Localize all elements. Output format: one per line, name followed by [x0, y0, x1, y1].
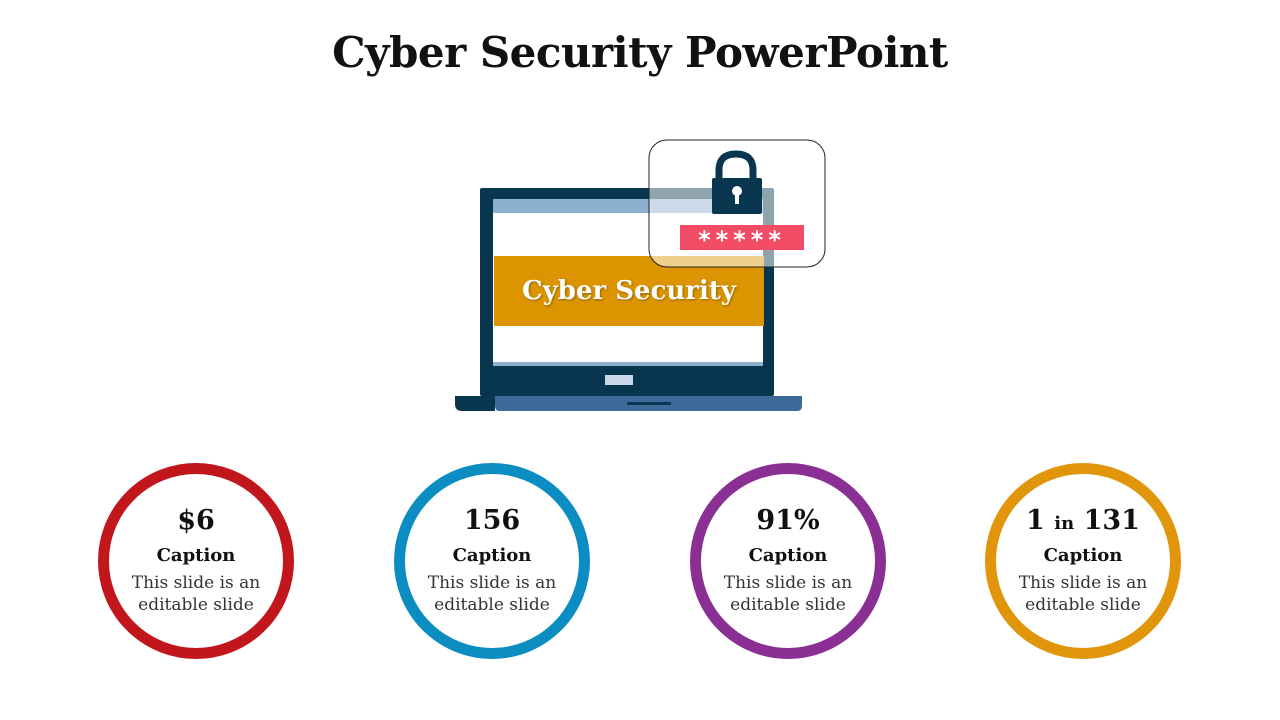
stat-value: 1 in 131	[1026, 504, 1140, 538]
stat-value: 91%	[756, 505, 820, 536]
stat-circle-2: 156 Caption This slide is an editable sl…	[394, 463, 590, 659]
padlock-icon	[712, 150, 762, 214]
stat-description: This slide is an editable slide	[427, 573, 557, 615]
laptop-trackpad-mark	[605, 375, 633, 385]
stat-description: This slide is an editable slide	[723, 573, 853, 615]
stat-value: 156	[463, 505, 521, 536]
stat-value-number: 131	[1083, 505, 1140, 536]
stat-circle-3: 91% Caption This slide is an editable sl…	[690, 463, 886, 659]
password-mask: *****	[698, 226, 786, 254]
stat-caption: Caption	[748, 545, 828, 566]
stat-description: This slide is an editable slide	[1018, 573, 1148, 615]
stat-caption: Caption	[452, 545, 532, 566]
stat-value-connector: in	[1054, 513, 1075, 534]
stat-value: $6	[177, 505, 215, 536]
password-bar	[680, 225, 804, 250]
laptop-base-shadow	[455, 396, 495, 411]
stat-caption: Caption	[1043, 545, 1123, 566]
stat-description: This slide is an editable slide	[131, 573, 261, 615]
slide-title: Cyber Security PowerPoint	[332, 28, 948, 77]
banner-title: Cyber Security	[521, 276, 737, 306]
screen-bottom-line	[493, 362, 763, 366]
screen-banner	[494, 256, 764, 326]
stat-circle-4: 1 in 131 Caption This slide is an editab…	[985, 463, 1181, 659]
stat-value-number: 1	[1026, 505, 1045, 536]
stat-circle-1: $6 Caption This slide is an editable sli…	[98, 463, 294, 659]
laptop-notch	[627, 402, 671, 405]
cyber-security-illustration	[455, 139, 826, 411]
stat-caption: Caption	[156, 545, 236, 566]
